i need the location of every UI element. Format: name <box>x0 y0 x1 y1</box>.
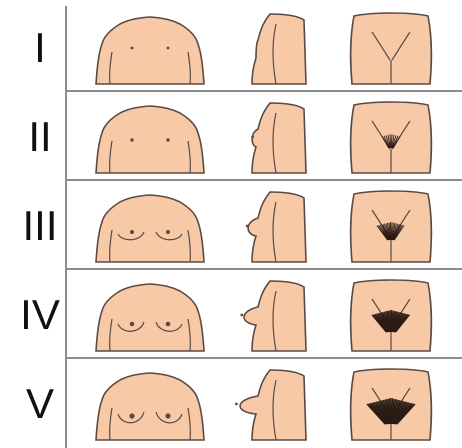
pelvic-figure <box>351 191 432 262</box>
stage-label: II <box>28 113 51 160</box>
torso-outline <box>96 284 204 351</box>
right-nipple <box>165 413 170 418</box>
left-nipple <box>130 138 133 141</box>
side-profile-figure <box>240 281 306 351</box>
profile-nipple <box>240 314 243 317</box>
stage-row: V <box>26 369 431 440</box>
pelvic-figure <box>351 13 432 84</box>
stage-row: II <box>28 102 462 180</box>
left-nipple <box>130 322 135 327</box>
profile-outline <box>248 192 306 262</box>
torso-outline <box>96 195 204 262</box>
stage-row: III <box>22 191 462 269</box>
right-nipple <box>166 322 171 327</box>
profile-nipple <box>246 225 249 228</box>
front-torso-figure <box>96 17 204 84</box>
torso-outline <box>96 106 204 173</box>
stage-label: III <box>22 202 57 249</box>
stage-label: V <box>26 380 54 427</box>
torso-outline <box>96 373 204 440</box>
stage-label: IV <box>20 291 60 338</box>
profile-nipple <box>251 136 254 139</box>
profile-outline <box>252 14 306 84</box>
pelvic-figure <box>351 102 432 173</box>
front-torso-figure <box>96 195 204 262</box>
right-nipple <box>166 230 170 234</box>
left-nipple <box>129 413 134 418</box>
left-nipple <box>130 230 134 234</box>
stage-row: IV <box>20 280 462 358</box>
left-nipple <box>131 47 134 50</box>
right-nipple <box>166 138 169 141</box>
pelvic-figure <box>351 280 432 351</box>
stage-label: I <box>34 24 46 71</box>
right-nipple <box>167 47 170 50</box>
side-profile-figure <box>252 14 306 84</box>
side-profile-figure <box>235 370 306 440</box>
profile-outline <box>244 281 306 351</box>
profile-outline <box>252 103 306 173</box>
torso-outline <box>96 17 204 84</box>
pelvic-figure <box>351 369 432 440</box>
profile-nipple <box>235 403 238 406</box>
side-profile-figure <box>246 192 306 262</box>
front-torso-figure <box>96 284 204 351</box>
front-torso-figure <box>96 373 204 440</box>
side-profile-figure <box>251 103 306 173</box>
stage-row: I <box>34 13 462 91</box>
front-torso-figure <box>96 106 204 173</box>
